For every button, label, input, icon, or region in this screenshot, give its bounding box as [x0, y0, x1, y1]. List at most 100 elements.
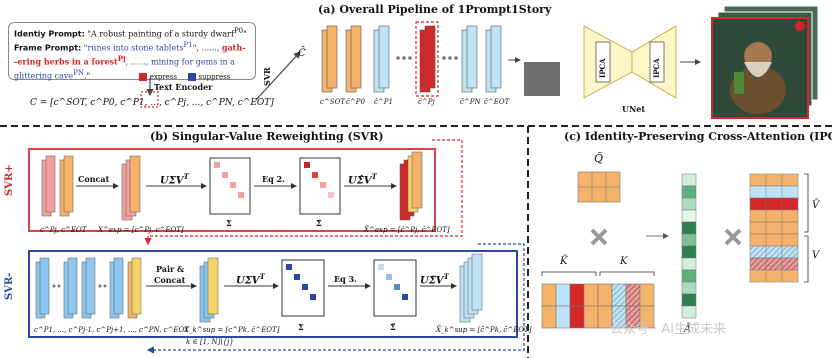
- frame-sup-j: Pj: [117, 54, 126, 64]
- q-matrix: [577, 171, 621, 203]
- frame-red-1: gath-: [221, 42, 246, 53]
- usv-hat-label: UΣ̂VT: [348, 172, 377, 187]
- sigma-label-plus: Σ: [226, 218, 232, 228]
- k-matrix: [541, 271, 655, 329]
- token-stack-eot: [485, 25, 502, 93]
- svr-minus-concat-stack: [199, 257, 219, 323]
- sigma-tilde-label: Σ̃: [390, 322, 396, 332]
- cbar-token-pj: c̄^Pj: [418, 98, 435, 106]
- svr-minus-feedback: [146, 243, 525, 354]
- pj-highlight-box: [415, 21, 439, 97]
- svr-minus-output-stack: [459, 253, 483, 323]
- a-tilde-label: Ã: [684, 324, 692, 335]
- frame-text-3: , ......, mining for gems in a: [125, 57, 235, 67]
- cbar-token-eot: c̄^EOT: [484, 98, 510, 106]
- svr-plus-feedback: [144, 139, 463, 246]
- title-svr: (b) Singular-Value Reweighting (SVR): [150, 130, 384, 143]
- svr-minus-sigma-matrix: [281, 259, 325, 317]
- token-dots-2: [442, 56, 458, 60]
- watermark: 公众号 · AI生成未来: [610, 322, 727, 337]
- cbar-token-sot: c^SOT: [320, 98, 345, 106]
- k-tilde-label: K̃: [560, 256, 568, 267]
- frame-prompt-line-2: -ering herbs in a forestPj, ......, mini…: [9, 53, 255, 68]
- eq3-label: Eq 3.: [334, 274, 357, 284]
- prompt-box: Identiy Prompt: "A robust painting of a …: [8, 22, 256, 83]
- cbar-token-p1: c̄^P1: [374, 98, 393, 106]
- noise-image: [524, 62, 560, 96]
- cpj-highlight: [140, 91, 159, 108]
- cbar-label: C̄: [298, 48, 306, 59]
- identity-prompt-line: Identiy Prompt: "A robust painting of a …: [14, 27, 247, 39]
- token-dots-1: [396, 56, 412, 60]
- token-stack-pj: [419, 25, 436, 93]
- frame-sup-n: PN: [73, 68, 84, 77]
- frame-text-2: ", ......,: [192, 43, 220, 53]
- frame-prompt-line: Frame Prompt: "runes into stone tabletsP…: [9, 40, 255, 54]
- svr-plus-out-caption: X̂^exp = [ĉ^Pj, ĉ^EOT]: [364, 226, 450, 234]
- token-stack-pn: [461, 25, 478, 93]
- identity-text: "A robust painting of a sturdy dwarf: [87, 29, 234, 39]
- svr-arrow: [255, 51, 301, 101]
- frame-text-4: glittering cave: [14, 71, 74, 81]
- unet-block: [583, 25, 677, 99]
- usv-tilde-label: UΣ̃VT: [420, 272, 449, 287]
- identity-label: Identiy Prompt:: [14, 29, 85, 39]
- token-stack-p1: [373, 25, 390, 93]
- svr-minus-sup-caption: X_k^sup = [c^Pk, ĉ^EOT]: [184, 326, 280, 334]
- svr-minus-sigma-tilde-matrix: [373, 259, 417, 317]
- frame-label: Frame Prompt:: [14, 43, 82, 53]
- cbar-token-stacks: [321, 21, 502, 97]
- svr-minus-input-stacks: [35, 257, 142, 319]
- svr-plus-input-caption: c^Pj, c^EOT: [40, 226, 87, 234]
- c-sequence: C = [c^SOT, c^P0, c^P1, ..., c^Pj, ..., …: [30, 98, 274, 108]
- pair-concat-label-2: Concat: [154, 275, 186, 285]
- output-images: [711, 5, 819, 119]
- identity-sup: P0: [233, 27, 244, 35]
- q-label: Q̃: [594, 152, 604, 165]
- suppress-swatch: [187, 72, 196, 81]
- ipca-box-left: [595, 41, 611, 83]
- token-stack-sot: [321, 25, 338, 93]
- legend-suppress: suppress: [187, 72, 230, 81]
- svr-plus-box: [28, 148, 436, 232]
- frame-sup-1: P1: [183, 40, 193, 49]
- svr-minus-input-caption: c^P1, ..., c^Pj-1, c^Pj+1, ..., c^PN, c^…: [34, 326, 189, 334]
- svr-svg: [35, 139, 525, 354]
- svr-plus-input-stacks: [41, 155, 74, 217]
- cbar-token-pn: c̄^PN: [460, 98, 481, 106]
- svr-plus-output-stack: [399, 151, 423, 221]
- svr-plus-sigma-hat-matrix: [299, 157, 341, 215]
- title-overall-pipeline: (a) Overall Pipeline of 1Prompt1Story: [318, 3, 552, 16]
- title-ipca: (c) Identity-Preserving Cross-Attention …: [564, 130, 832, 143]
- times-icon-1: [590, 228, 608, 246]
- eq2-label: Eq 2.: [262, 174, 285, 184]
- cbar-token-p0: c̄^P0: [346, 98, 365, 106]
- k-label: K: [620, 256, 628, 267]
- usv-label: UΣVT: [160, 172, 189, 187]
- legend-express: express: [138, 72, 177, 81]
- svr-minus-box: [28, 250, 518, 338]
- express-swatch: [138, 72, 147, 81]
- concat-label: Concat: [78, 174, 110, 184]
- sigma-hat-label: Σ̂: [316, 218, 322, 228]
- pair-concat-label-1: Pair &: [156, 264, 185, 274]
- ipca-svg: [541, 171, 809, 329]
- k-range-caption: k ∈ [1, N]\{j}: [186, 338, 234, 346]
- v-label: V: [812, 250, 820, 261]
- pipeline-svg: [140, 5, 819, 119]
- svr-plus-exp-caption: X^exp = [c^Pj, c^EOT]: [98, 226, 184, 234]
- text-encoder-label: Text Encoder: [154, 82, 213, 92]
- frame-text-5: .": [83, 71, 91, 81]
- frame-prompt-line-3: glittering cavePN." express suppress: [9, 68, 255, 83]
- frame-text-1: "runes into stone tablets: [83, 43, 184, 53]
- ipca-box-right: [649, 41, 665, 83]
- token-stack-p0: [345, 25, 362, 93]
- v-matrix: [749, 173, 809, 283]
- times-icon-2: [724, 228, 742, 246]
- svr-plus-sigma-matrix: [209, 157, 251, 215]
- usv-label-minus: UΣVT: [236, 272, 265, 287]
- unet-label: UNet: [622, 104, 646, 114]
- sigma-label-minus: Σ: [298, 322, 304, 332]
